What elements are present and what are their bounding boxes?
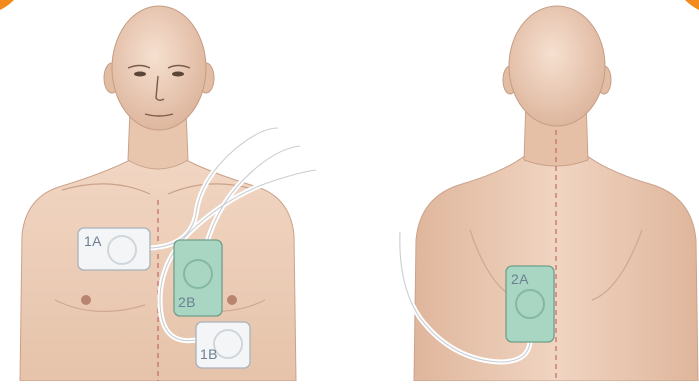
corner-accent-left	[0, 0, 14, 10]
front-view	[20, 6, 316, 381]
corner-accent-right	[685, 0, 699, 10]
front-head	[112, 6, 206, 130]
right-nipple	[227, 295, 237, 305]
back-view	[400, 6, 698, 381]
pad-2b-label: 2B	[178, 294, 196, 310]
pad-1a-label: 1A	[84, 233, 102, 249]
back-head	[509, 6, 605, 126]
pad-1b-label: 1B	[200, 346, 218, 362]
left-nipple	[81, 295, 91, 305]
pad-2a-label: 2A	[511, 271, 529, 287]
